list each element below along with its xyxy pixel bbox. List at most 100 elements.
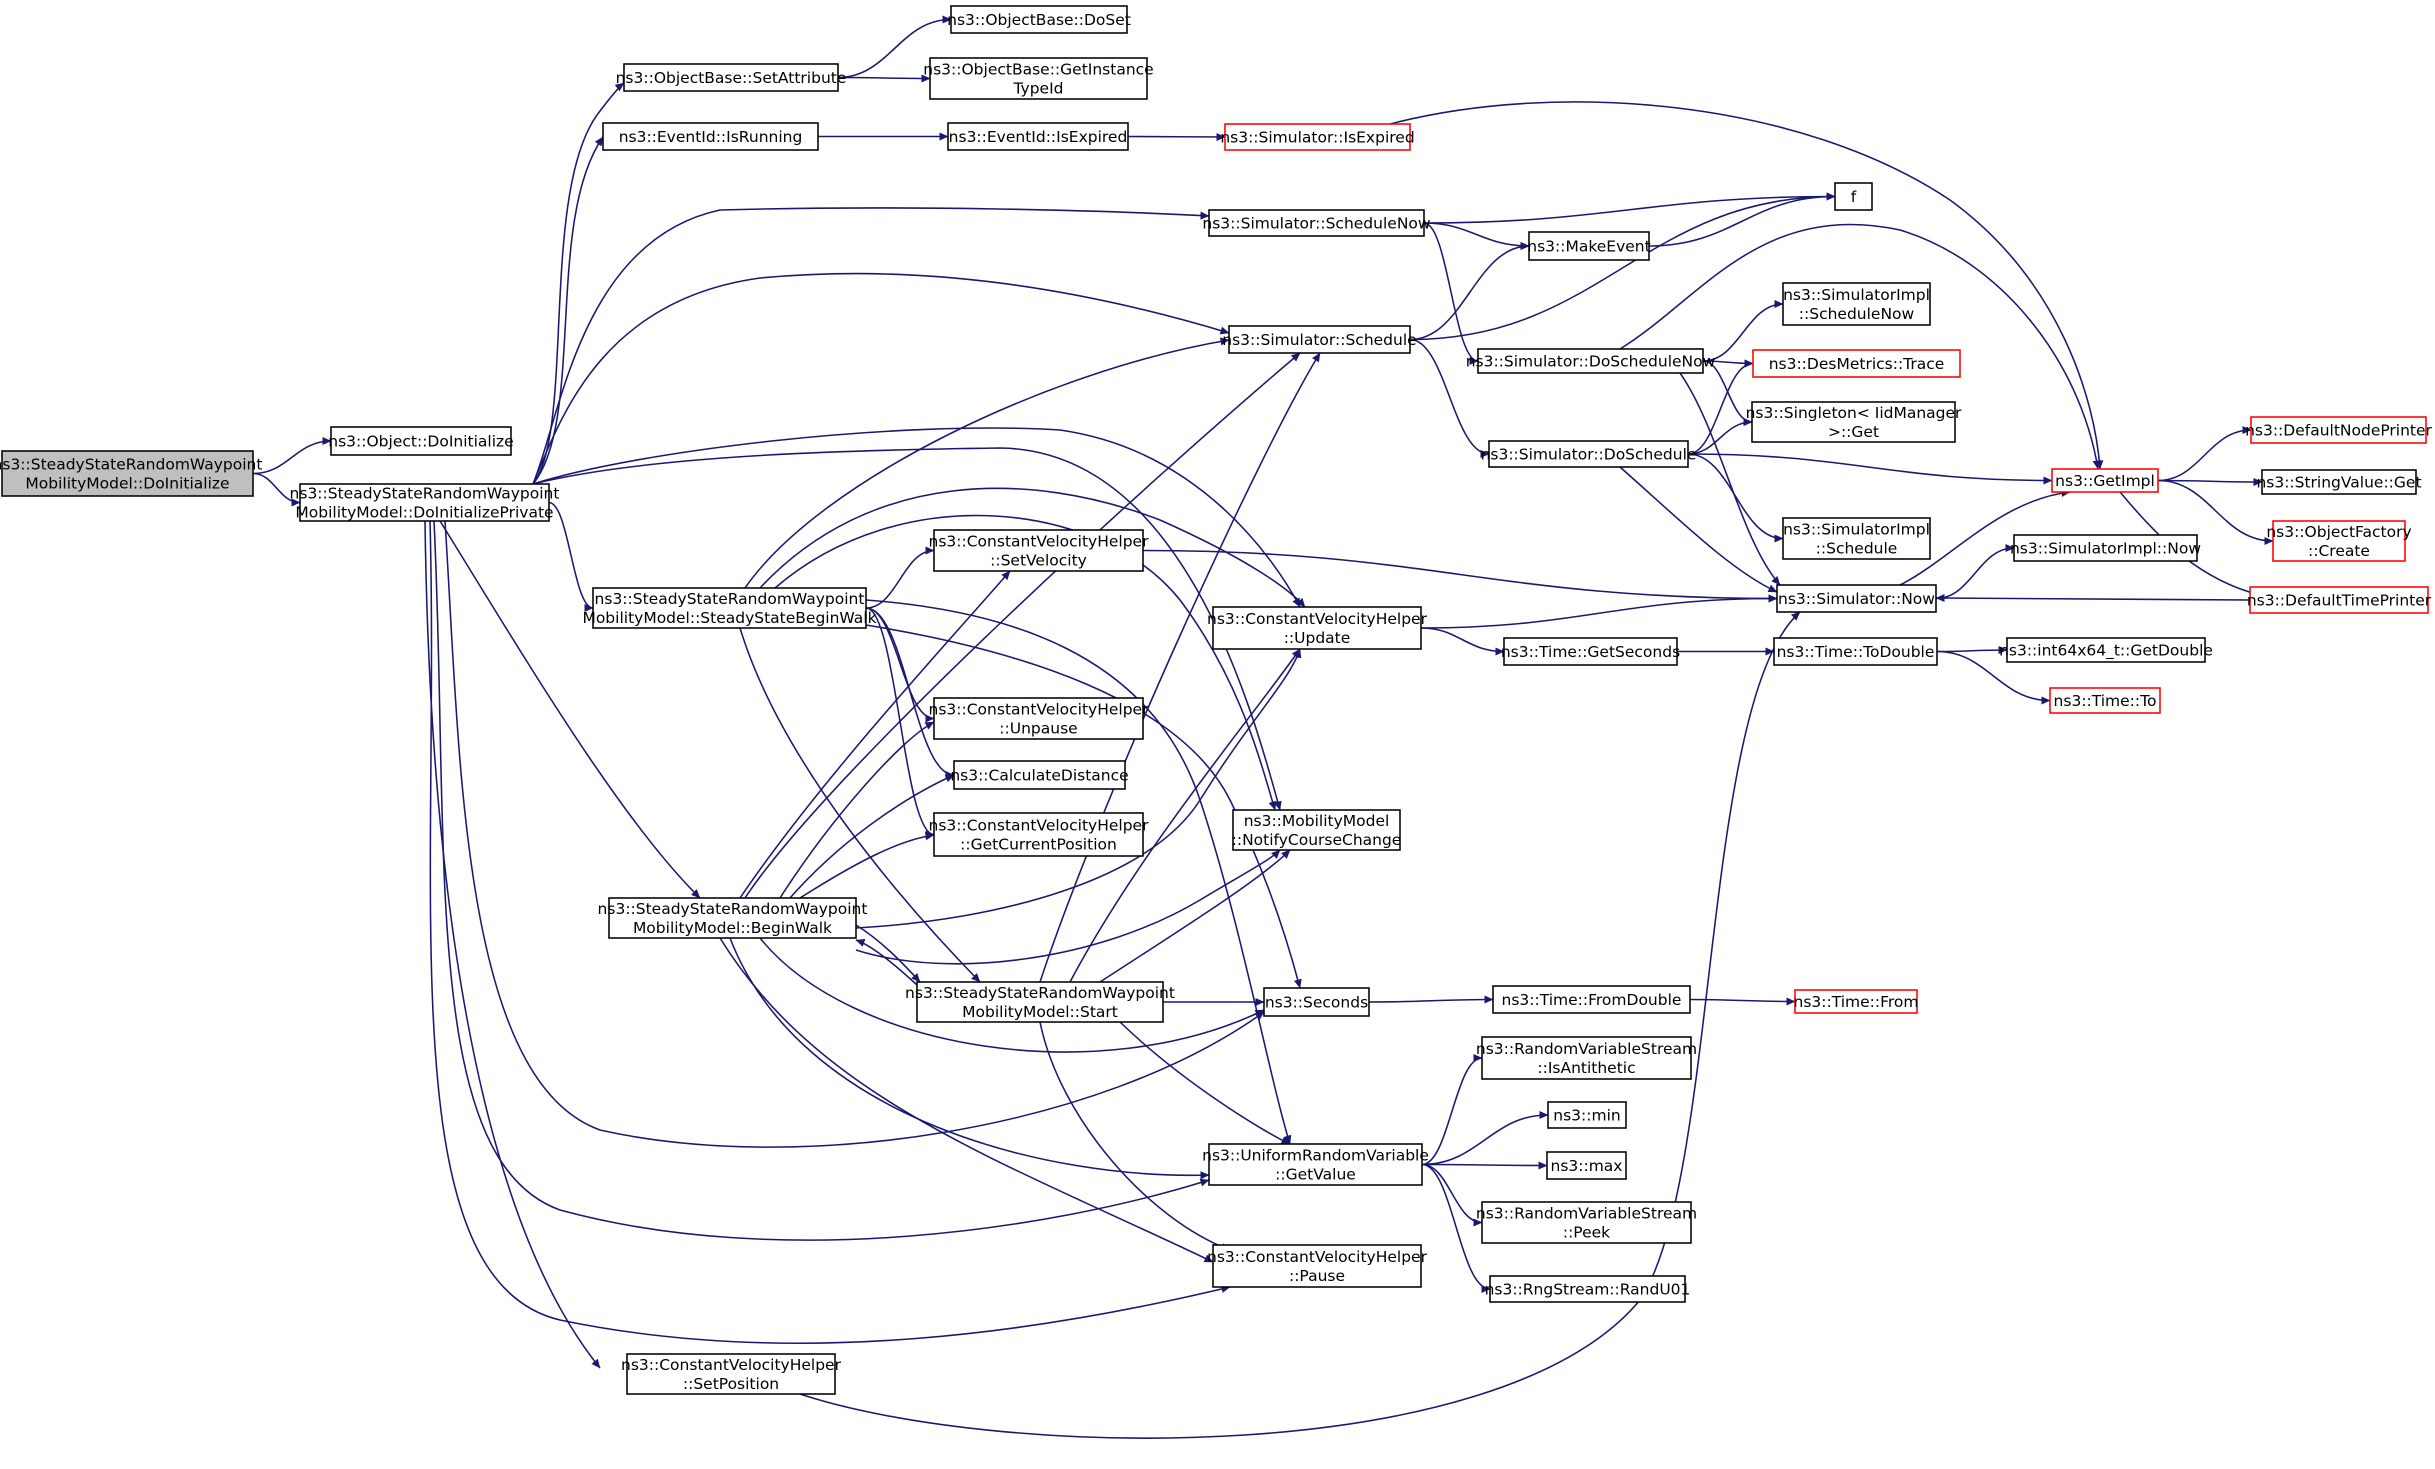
graph-node-n24[interactable]: ns3::ConstantVelocityHelper::SetVelocity	[929, 529, 1150, 572]
graph-node-n41[interactable]: ns3::Time::From	[1794, 989, 1919, 1014]
graph-node-n47[interactable]: ns3::StringValue::Get	[2256, 469, 2422, 495]
graph-node-n13[interactable]: ns3::UniformRandomVariable::GetValue	[1202, 1143, 1429, 1186]
graph-node-n33[interactable]: ns3::RandomVariableStream::Peek	[1476, 1201, 1697, 1244]
graph-node-n36[interactable]: ns3::DesMetrics::Trace	[1752, 349, 1961, 378]
graph-node-n45[interactable]: ns3::Time::To	[2049, 687, 2161, 714]
edge-n23-to-n39	[1619, 466, 1778, 593]
node-box	[929, 57, 1148, 100]
node-label: ns3::Time::ToDouble	[1777, 643, 1935, 661]
edge-n6-to-n23	[1409, 338, 1490, 459]
node-box	[1481, 1036, 1692, 1080]
graph-node-n27[interactable]: ns3::ConstantVelocityHelper::GetCurrentP…	[929, 812, 1150, 857]
node-label: ns3::SimulatorImpl	[1783, 521, 1930, 539]
graph-node-n23[interactable]: ns3::Simulator::DoSchedule	[1481, 440, 1697, 468]
edge-n21-to-n20	[1648, 192, 1836, 247]
node-label: MobilityModel::BeginWalk	[633, 919, 832, 937]
node-box	[953, 760, 1126, 790]
graph-node-n32[interactable]: ns3::max	[1546, 1151, 1627, 1180]
graph-node-n8[interactable]: ns3::ConstantVelocityHelper::Update	[1207, 606, 1428, 650]
graph-node-n10[interactable]: ns3::SteadyStateRandomWaypointMobilityMo…	[598, 897, 868, 939]
graph-node-n43[interactable]: ns3::SimulatorImpl::Now	[2010, 534, 2201, 562]
graph-node-n30[interactable]: ns3::RandomVariableStream::IsAntithetic	[1476, 1036, 1697, 1080]
graph-node-n16[interactable]: ns3::ObjectBase::DoSet	[947, 5, 1131, 34]
node-label: ns3::SteadyStateRandomWaypoint	[905, 984, 1175, 1002]
graph-node-n0[interactable]: ns3::SteadyStateRandomWaypointMobilityMo…	[0, 450, 262, 497]
graph-node-n39[interactable]: ns3::Simulator::Now	[1776, 584, 1937, 613]
graph-node-n48[interactable]: ns3::ObjectFactory::Create	[2266, 520, 2412, 562]
edge-n18-to-n19	[1127, 132, 1226, 142]
graph-node-n15[interactable]: ns3::ConstantVelocityHelper::SetPosition	[621, 1353, 842, 1395]
graph-node-n11[interactable]: ns3::SteadyStateRandomWaypointMobilityMo…	[905, 981, 1175, 1023]
edge-n24-to-n39	[1142, 549, 1778, 603]
graph-node-n7[interactable]: ns3::SteadyStateRandomWaypointMobilityMo…	[582, 587, 877, 629]
graph-node-n9[interactable]: ns3::MobilityModel::NotifyCourseChange	[1232, 809, 1402, 851]
graph-node-n38[interactable]: ns3::SimulatorImpl::Schedule	[1782, 517, 1931, 560]
edge-n7-to-n11	[739, 627, 981, 983]
node-label: ns3::Seconds	[1265, 994, 1368, 1012]
node-label: ns3::int64x64_t::GetDouble	[1999, 642, 2213, 661]
graph-node-n44[interactable]: ns3::int64x64_t::GetDouble	[1999, 637, 2213, 663]
graph-node-n20[interactable]: f	[1834, 182, 1873, 211]
graph-node-n3[interactable]: ns3::ObjectBase::SetAttribute	[616, 63, 847, 92]
graph-node-n29[interactable]: ns3::Time::FromDouble	[1492, 985, 1691, 1014]
node-label: ns3::EventId::IsRunning	[619, 128, 803, 146]
edge-n42-to-n48	[2157, 479, 2274, 546]
graph-node-n6[interactable]: ns3::Simulator::Schedule	[1222, 325, 1417, 354]
node-label: TypeId	[1012, 80, 1063, 98]
graph-node-n1[interactable]: ns3::Object::DoInitialize	[328, 426, 514, 456]
edge-n0-to-n2	[252, 472, 301, 507]
graph-node-n28[interactable]: ns3::Time::GetSeconds	[1501, 637, 1680, 666]
node-label: ns3::ConstantVelocityHelper	[621, 1356, 842, 1374]
graph-node-n37[interactable]: ns3::Singleton< IidManager >::Get	[1746, 401, 1962, 443]
node-box	[1232, 809, 1401, 851]
node-box	[602, 122, 819, 151]
node-box	[626, 1353, 836, 1395]
node-box	[1481, 1201, 1692, 1244]
graph-node-n31[interactable]: ns3::min	[1547, 1101, 1627, 1129]
graph-node-n34[interactable]: ns3::RngStream::RandU01	[1485, 1275, 1691, 1303]
edge-n5-to-n21	[1423, 222, 1530, 251]
graph-node-n19[interactable]: ns3::Simulator::IsExpired	[1220, 123, 1415, 151]
edge-n11-to-n6	[1039, 352, 1321, 983]
edge-n42-to-n46	[2157, 425, 2252, 482]
graph-node-n2[interactable]: ns3::SteadyStateRandomWaypointMobilityMo…	[290, 483, 560, 522]
edge-n8-to-n28	[1420, 627, 1505, 656]
node-box	[1794, 989, 1918, 1014]
graph-node-n46[interactable]: ns3::DefaultNodePrinter	[2245, 416, 2433, 444]
graph-node-n14[interactable]: ns3::ConstantVelocityHelper::Pause	[1207, 1244, 1428, 1288]
node-label: ns3::DefaultNodePrinter	[2245, 422, 2432, 440]
node-label: ns3::max	[1551, 1157, 1623, 1175]
node-label: ns3::RandomVariableStream	[1476, 1040, 1697, 1058]
graph-node-n42[interactable]: ns3::GetImpl	[2051, 468, 2159, 493]
graph-node-n26[interactable]: ns3::CalculateDistance	[950, 760, 1129, 790]
node-label: f	[1851, 188, 1857, 206]
edge-n10-to-n25	[779, 721, 935, 899]
edge-n11-to-n9	[1099, 849, 1291, 983]
node-label: ns3::Singleton< IidManager	[1746, 404, 1962, 422]
edge-n2-to-n5	[532, 207, 1210, 485]
graph-node-n18[interactable]: ns3::EventId::IsExpired	[947, 122, 1129, 151]
graph-node-n49[interactable]: ns3::DefaultTimePrinter	[2247, 586, 2432, 614]
node-box	[1751, 401, 1956, 443]
edge-n2-to-n7	[548, 501, 594, 613]
node-label: ns3::SteadyStateRandomWaypoint	[598, 900, 868, 918]
node-box	[299, 483, 550, 522]
graph-node-n22[interactable]: ns3::Simulator::DoScheduleNow	[1466, 348, 1716, 374]
edge-n13-to-n33	[1421, 1163, 1483, 1227]
node-label: ns3::Simulator::ScheduleNow	[1202, 215, 1430, 233]
node-label: ::GetValue	[1275, 1166, 1356, 1184]
edge-n6-to-n20	[1409, 192, 1836, 341]
node-box	[608, 897, 857, 939]
node-label: ns3::Simulator::DoSchedule	[1481, 446, 1697, 464]
graph-node-n40[interactable]: ns3::Time::ToDouble	[1773, 637, 1938, 666]
node-box	[1528, 231, 1650, 261]
graph-node-n25[interactable]: ns3::ConstantVelocityHelper::Unpause	[929, 697, 1150, 740]
graph-node-n4[interactable]: ns3::EventId::IsRunning	[602, 122, 819, 151]
edge-n6-to-n21	[1409, 241, 1530, 341]
graph-node-n35[interactable]: ns3::SimulatorImpl::ScheduleNow	[1782, 282, 1931, 326]
graph-node-n12[interactable]: ns3::Seconds	[1263, 987, 1370, 1017]
graph-node-n5[interactable]: ns3::Simulator::ScheduleNow	[1202, 209, 1431, 237]
graph-node-n21[interactable]: ns3::MakeEvent	[1527, 231, 1651, 261]
